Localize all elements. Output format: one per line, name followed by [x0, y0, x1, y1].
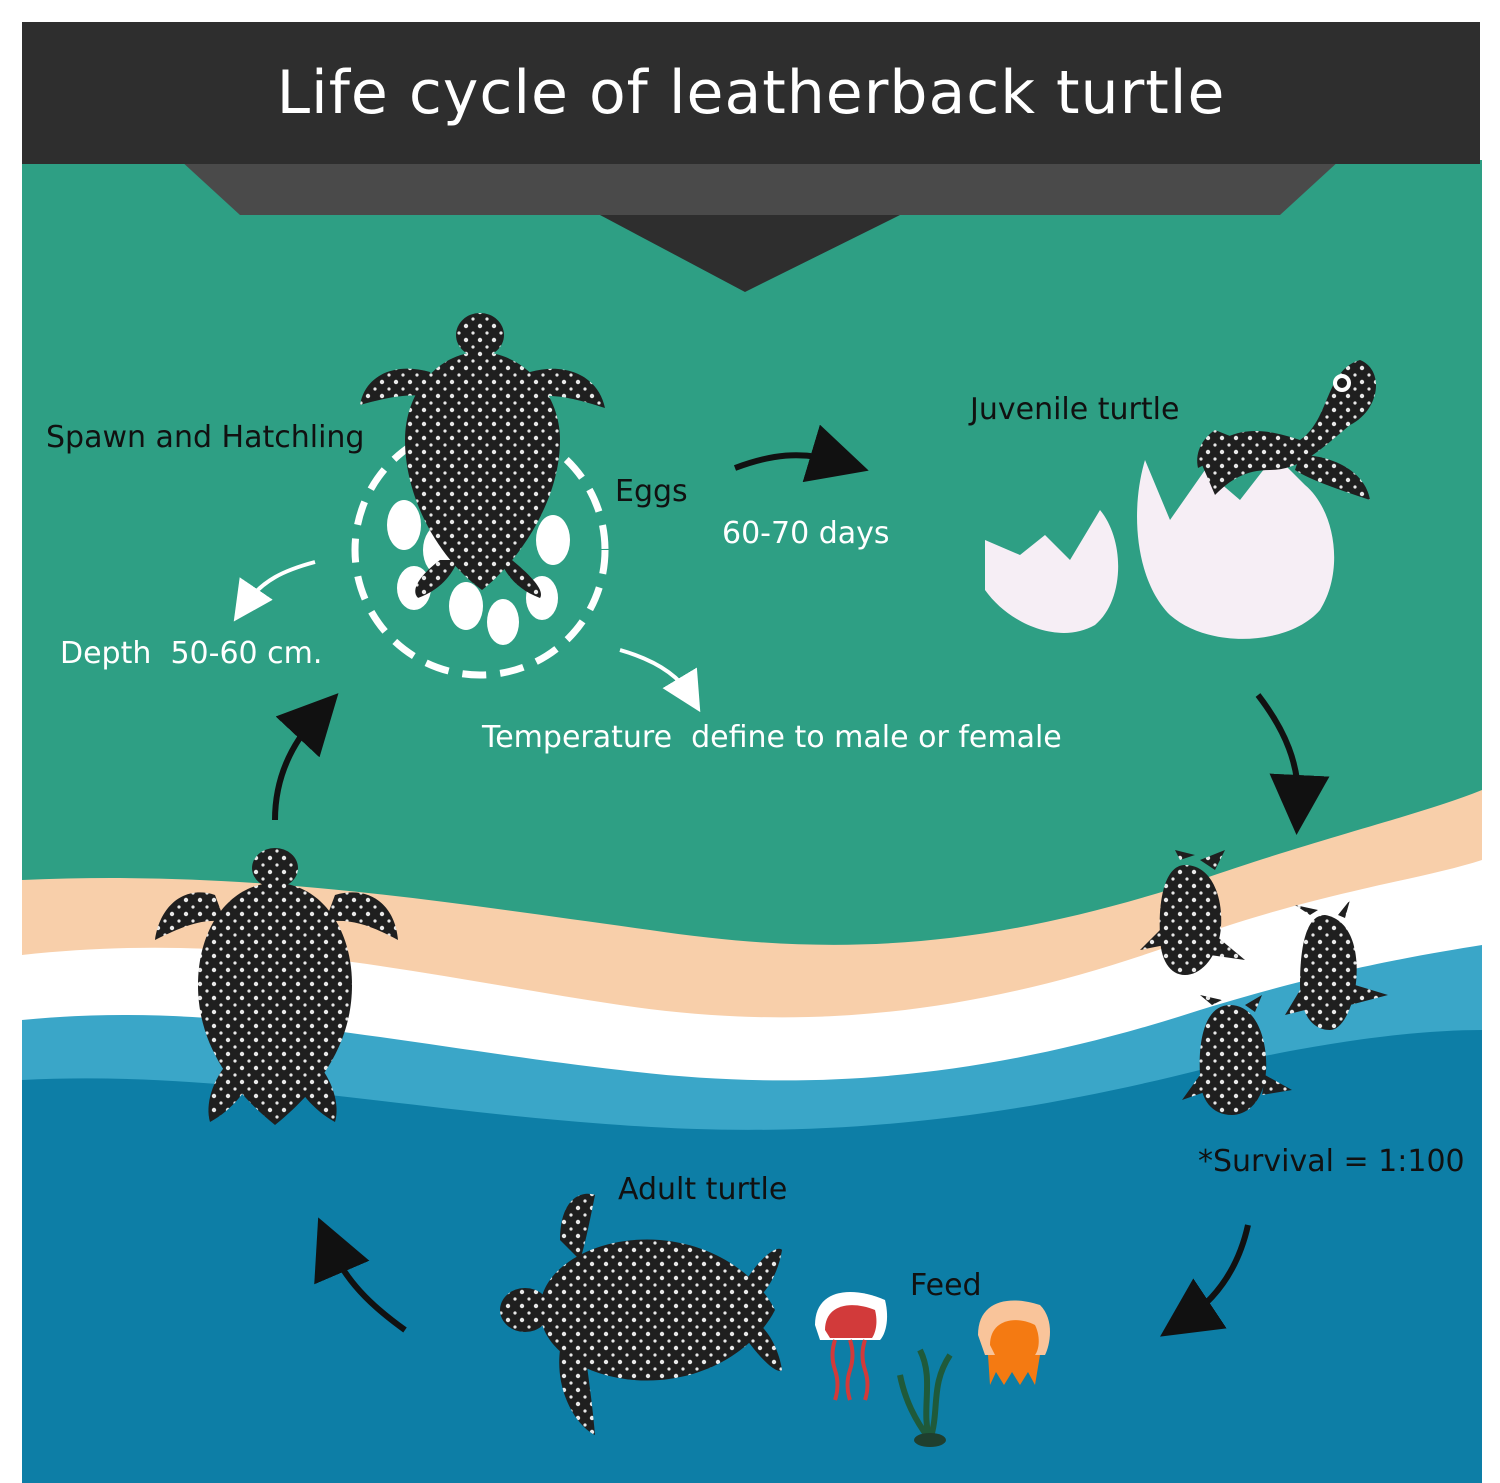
- arrow-beach-to-nest: [272, 693, 339, 821]
- arrow-nest-to-juvenile: [733, 424, 869, 483]
- label-temperature: Temperature define to male or female: [482, 720, 1062, 755]
- label-adult: Adult turtle: [618, 1172, 788, 1207]
- header-tab: [180, 160, 1340, 215]
- swimming-turtle: [500, 1193, 782, 1435]
- header-banner: [22, 22, 1480, 164]
- hatchling: [1182, 995, 1292, 1115]
- header-pointer: [600, 215, 900, 292]
- nesting-turtle: [360, 313, 605, 598]
- label-spawn: Spawn and Hatchling: [46, 420, 365, 455]
- red-jellyfish: [815, 1292, 888, 1401]
- deep-water: [22, 1030, 1482, 1483]
- seaweed: [897, 1348, 953, 1447]
- hatchling: [1285, 900, 1388, 1030]
- orange-jellyfish: [978, 1300, 1050, 1385]
- label-depth: Depth 50-60 cm.: [60, 636, 323, 671]
- hatchling: [1140, 850, 1245, 975]
- label-survival: *Survival = 1:100: [1198, 1144, 1465, 1179]
- arrow-nest-to-depth: [233, 560, 316, 622]
- egg: [387, 500, 421, 550]
- egg: [449, 582, 483, 630]
- label-eggs: Eggs: [615, 474, 688, 509]
- label-juvenile: Juvenile turtle: [970, 392, 1180, 427]
- egg: [536, 515, 570, 565]
- arrow-nest-to-temperature: [619, 648, 701, 713]
- page-title: Life cycle of leatherback turtle: [276, 58, 1226, 128]
- hatching-egg: [985, 360, 1377, 639]
- label-incubation: 60-70 days: [722, 516, 890, 551]
- egg: [487, 599, 519, 645]
- crawling-turtle: [155, 848, 398, 1125]
- arrow-hatchlings-to-feed: [1160, 1224, 1251, 1337]
- arrow-adult-to-beach: [314, 1217, 407, 1333]
- label-feed: Feed: [910, 1268, 982, 1303]
- arrow-juvenile-to-hatchlings: [1255, 693, 1330, 835]
- hatchlings-group: [1140, 850, 1388, 1115]
